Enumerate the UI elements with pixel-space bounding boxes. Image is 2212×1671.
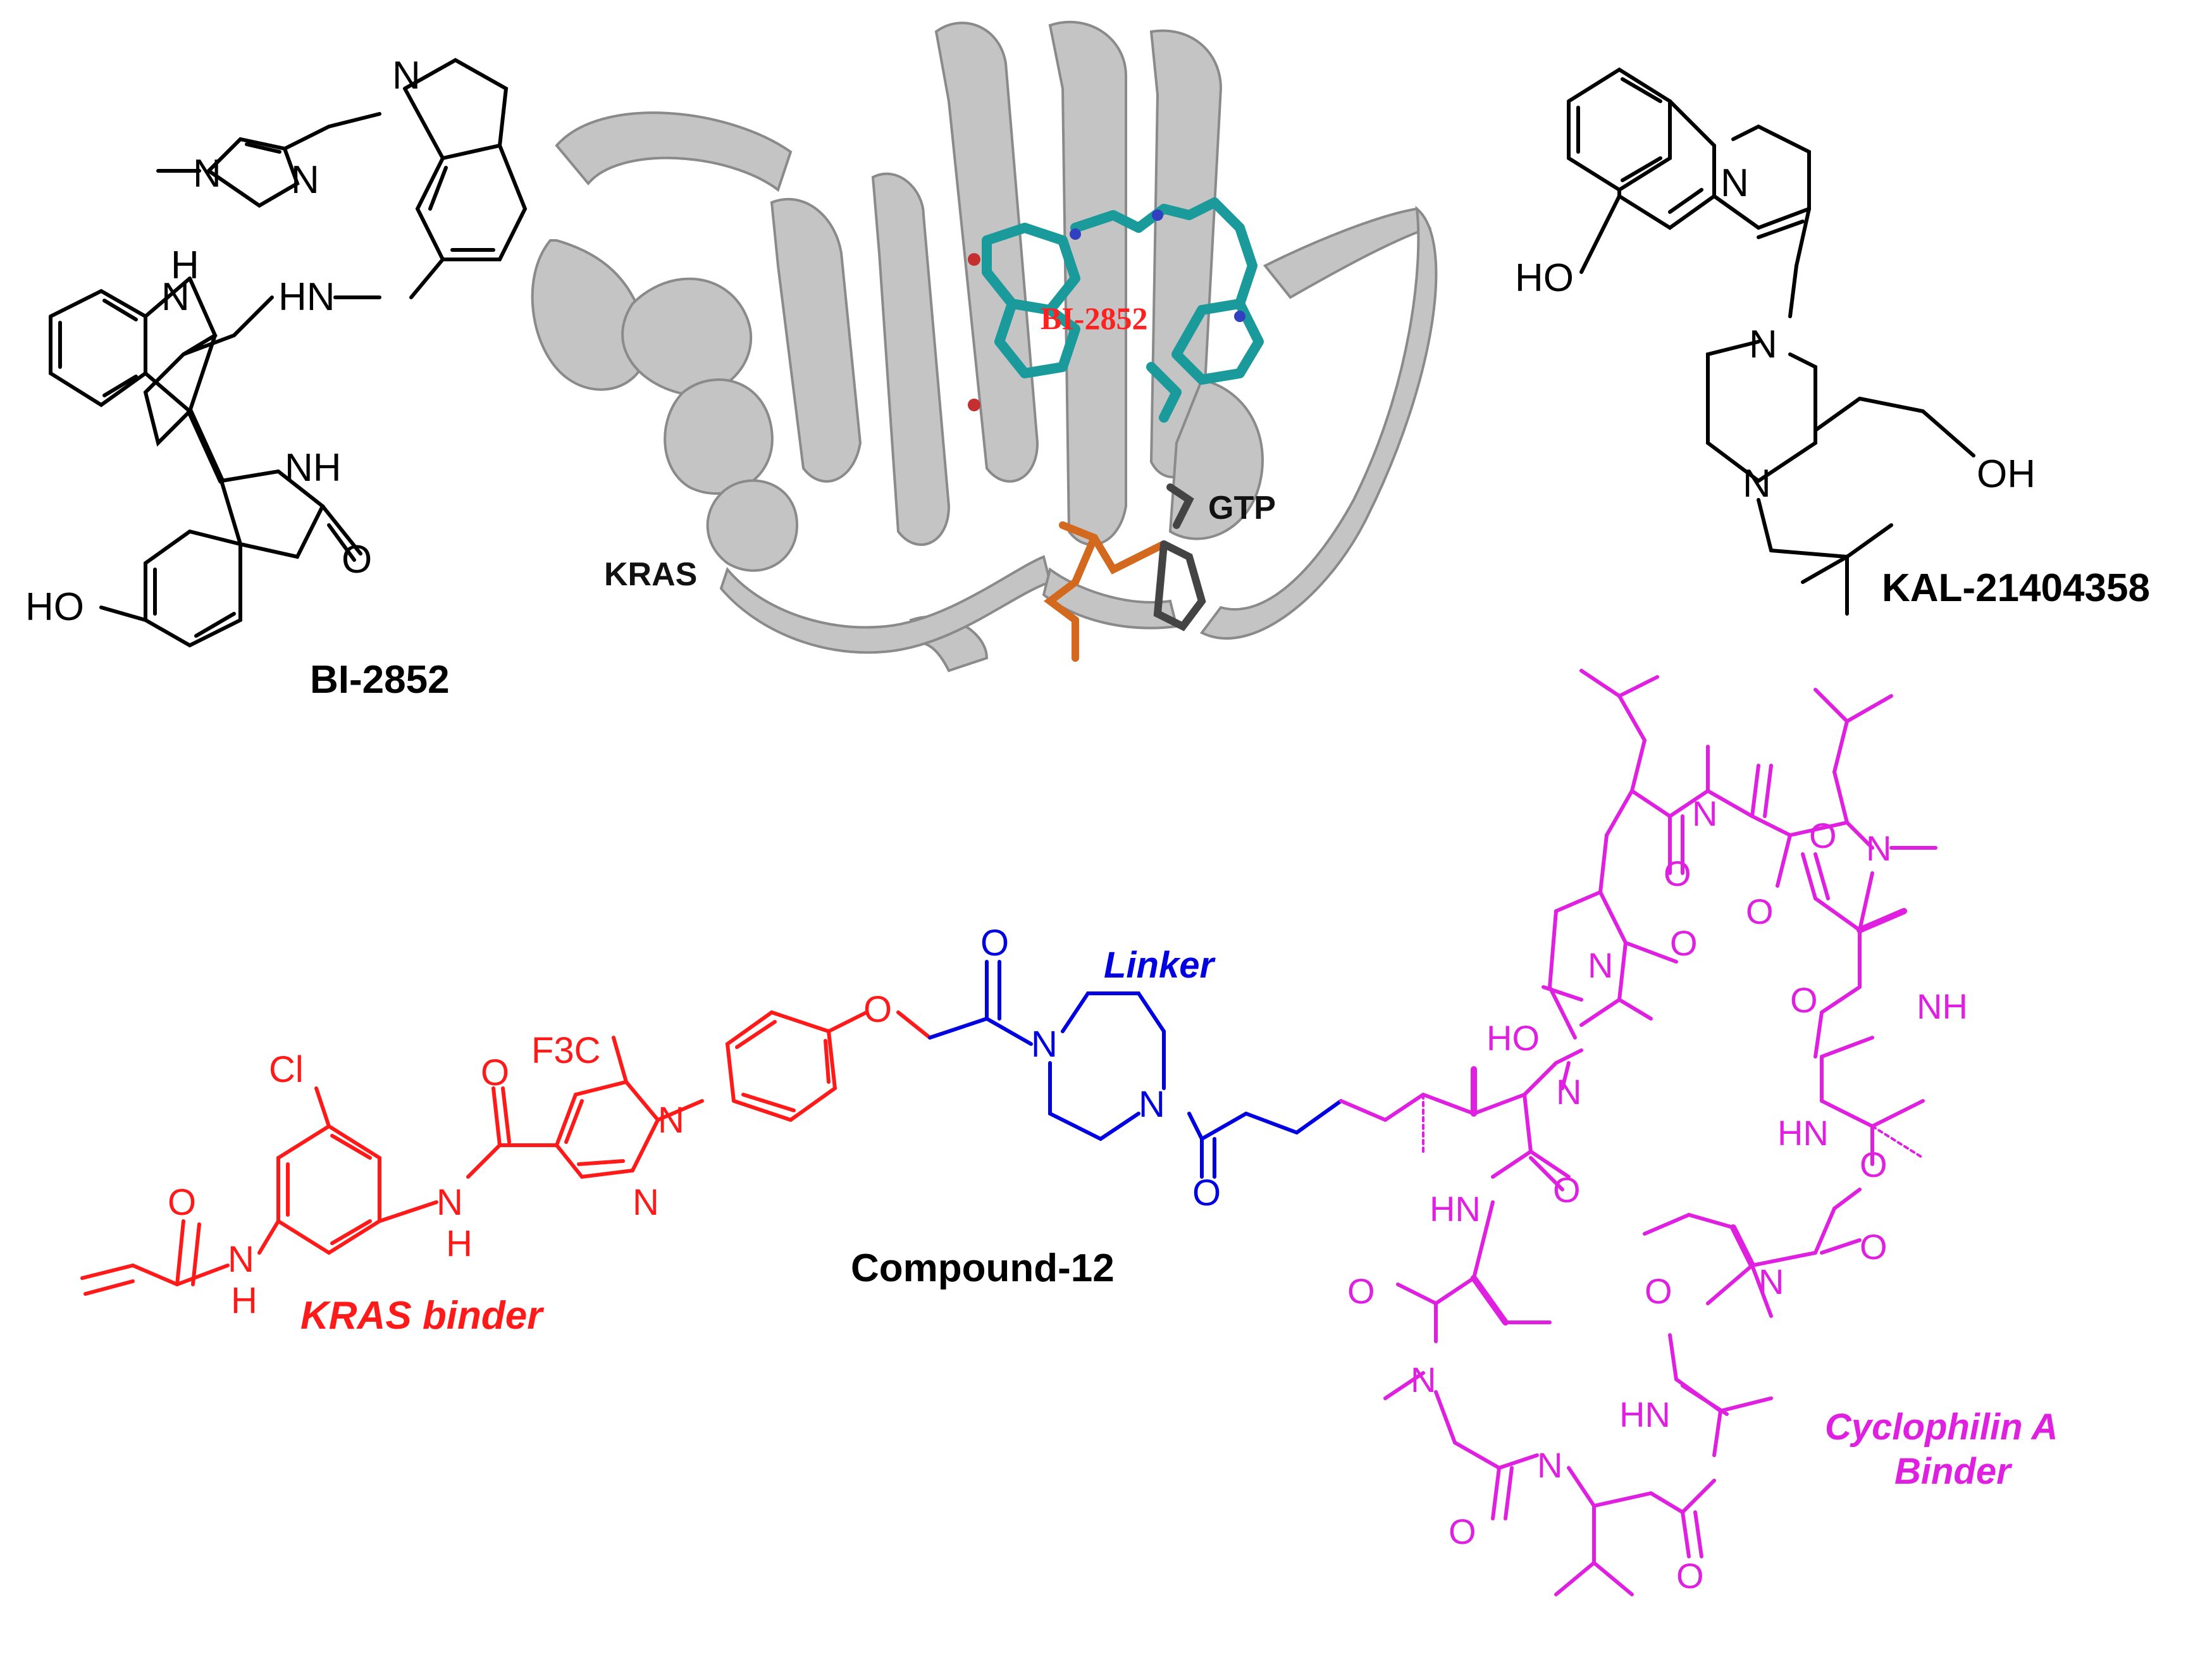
atom-o-6: O	[1860, 1227, 1888, 1267]
kras-binder-structure	[80, 1010, 932, 1296]
atom-ho-mebmt: HO	[1486, 1018, 1540, 1058]
atom-oh-ethyl: OH	[1977, 452, 2036, 496]
bi2852-name: BI-2852	[310, 658, 450, 702]
atom-o-8: O	[1790, 980, 1818, 1020]
kal-atom-labels: N HO N N OH	[1515, 161, 2036, 506]
atom-h-acrylamide: H	[231, 1280, 257, 1321]
cyclophilin-label-line2: Binder	[1894, 1451, 2013, 1492]
atom-o-5: O	[1645, 1271, 1672, 1311]
linker-atom-labels: O N N O	[980, 922, 1221, 1214]
atom-o-10: O	[1746, 891, 1774, 931]
atom-n-7: N	[1588, 945, 1613, 985]
atom-n-1: N	[1556, 1072, 1581, 1112]
cyclophilin-binder-structure	[1339, 669, 1937, 1596]
bi2852-atom-labels: N N N HN H N NH O HO	[25, 54, 421, 629]
linker-label: Linker	[1104, 945, 1216, 986]
kras-protein-ribbon: BI-2852 GTP KRAS	[531, 20, 1438, 673]
atom-n-6: N	[1692, 793, 1717, 833]
atom-n-pyrazole-1: N	[658, 1100, 684, 1141]
gtp-label: GTP	[1208, 490, 1276, 526]
atom-o-linker-carbonyl: O	[980, 922, 1009, 964]
atom-hn-amine: HN	[278, 275, 335, 319]
atom-n-quinoline: N	[1721, 161, 1749, 205]
atom-n-piperazine-1: N	[1749, 323, 1777, 366]
kras-label: KRAS	[604, 556, 697, 593]
kras-binder-label: KRAS binder	[300, 1294, 544, 1338]
atom-h-amide: H	[446, 1223, 473, 1264]
atom-ho-quinoline: HO	[1515, 256, 1574, 300]
atom-hn-1: HN	[1430, 1189, 1481, 1229]
atom-n-piperazine-b: N	[1139, 1084, 1165, 1125]
atom-n-imidazole-2: N	[291, 158, 319, 202]
bi2852-ligand-label: BI-2852	[1041, 301, 1147, 336]
atom-h-indole: H	[171, 244, 199, 287]
linker-structure	[928, 960, 1343, 1179]
atom-o-2: O	[1347, 1271, 1375, 1311]
atom-o-4: O	[1676, 1556, 1704, 1596]
atom-n-2: N	[1411, 1360, 1436, 1400]
atom-ho-phenol: HO	[25, 585, 84, 629]
atom-f3c: F3C	[531, 1030, 601, 1071]
atom-n-indole: N	[392, 54, 421, 97]
atom-o-acrylamide: O	[168, 1182, 196, 1223]
kal-name: KAL-21404358	[1882, 566, 2150, 610]
atom-n-3: N	[1537, 1445, 1562, 1485]
atom-n-piperazine-a: N	[1031, 1024, 1058, 1065]
atom-o-3: O	[1449, 1512, 1476, 1551]
atom-nh-1: NH	[1917, 986, 1968, 1026]
atom-o-9: O	[1809, 816, 1837, 855]
atom-n-imidazole-1: N	[193, 152, 221, 196]
atom-o-7: O	[1860, 1145, 1888, 1184]
atom-hn-2: HN	[1619, 1395, 1671, 1434]
atom-n-piperazine-2: N	[1743, 462, 1771, 506]
atom-n-acrylamide: N	[228, 1239, 254, 1280]
atom-o-12: O	[1670, 923, 1698, 963]
atom-n-indole-2: N	[161, 275, 190, 319]
compound12-name: Compound-12	[851, 1246, 1115, 1290]
cyclophilin-label-line1: Cyclophilin A	[1825, 1407, 2058, 1448]
bi2852-structure	[49, 58, 528, 648]
atom-n-pyrazole-2: N	[633, 1182, 659, 1223]
atom-n-4: N	[1758, 1262, 1784, 1301]
atom-o-amide: O	[481, 1052, 509, 1093]
atom-n-amide: N	[436, 1182, 463, 1223]
atom-nh-lactam: NH	[285, 446, 342, 490]
atom-o-11: O	[1664, 854, 1691, 893]
atom-o-lactam: O	[342, 538, 372, 581]
atom-o-linker-amide: O	[1192, 1172, 1221, 1214]
atom-o-ether: O	[863, 989, 892, 1030]
atom-cl: Cl	[269, 1049, 304, 1090]
atom-o-1: O	[1553, 1170, 1581, 1210]
kal-structure	[1567, 67, 1975, 616]
kras-binder-atom-labels: O N H Cl N H O F3C N N O	[168, 989, 892, 1321]
atom-hn-3: HN	[1777, 1113, 1829, 1153]
atom-n-5: N	[1866, 828, 1891, 868]
cyclophilin-atom-labels: HO N O HN O N O N O HN O N O HN O O NH O…	[1347, 793, 1968, 1596]
